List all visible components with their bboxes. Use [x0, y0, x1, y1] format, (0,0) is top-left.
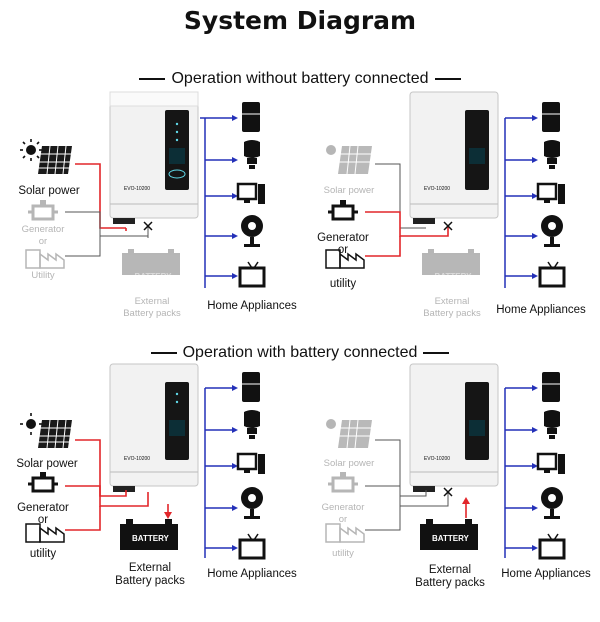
utility-label: utility	[29, 548, 57, 560]
diagram-grid-only: Solar power Generator or utility Externa…	[300, 88, 600, 348]
battery-text: BATTERY	[134, 272, 172, 281]
fan-icon	[241, 487, 263, 519]
tv-icon	[238, 533, 266, 560]
diagram-c-graphic	[20, 363, 266, 560]
fan-icon	[541, 215, 563, 247]
section-heading-without-battery: Operation without battery connected	[0, 70, 600, 88]
solar-panel-icon	[326, 145, 372, 175]
or-label: or	[337, 244, 349, 256]
utility-label: Utility	[31, 270, 55, 281]
cfl-bulb-icon	[244, 140, 260, 169]
diagram-b-graphic	[325, 91, 566, 288]
refrigerator-icon	[542, 372, 560, 402]
refrigerator-icon	[242, 102, 260, 132]
tv-icon	[538, 533, 566, 560]
refrigerator-icon	[542, 102, 560, 132]
diagram-solar-only: Solar power Generator or Utility Externa…	[0, 88, 300, 348]
home-appliances-label: Home Appliances	[501, 568, 591, 580]
utility-icon	[25, 249, 65, 269]
generator-label: Generator	[17, 502, 69, 514]
inverter-brand: EVO-10200	[423, 186, 451, 192]
fan-icon	[241, 215, 263, 247]
battery-packs-label: Battery packs	[423, 308, 481, 319]
or-label: or	[38, 236, 48, 247]
cfl-bulb-icon	[544, 410, 560, 439]
fan-icon	[541, 487, 563, 519]
page-title: System Diagram	[183, 6, 417, 35]
generator-label: Generator	[317, 232, 369, 244]
generator-icon	[328, 200, 358, 221]
battery-icon	[422, 249, 480, 275]
tv-icon	[238, 261, 266, 288]
diagram-battery-only: Solar power Generator or utility BATTERY…	[300, 362, 600, 622]
solar-power-label: Solar power	[18, 185, 80, 197]
utility-icon	[325, 249, 365, 269]
external-label: External	[434, 296, 470, 307]
solar-panel-icon	[20, 139, 72, 175]
computer-icon	[236, 182, 265, 204]
cfl-bulb-icon	[244, 410, 260, 439]
inverter-icon	[409, 363, 499, 492]
inverter-icon	[409, 91, 499, 224]
generator-label: Generator	[321, 502, 365, 513]
battery-icon	[122, 249, 180, 275]
external-label: External	[428, 564, 472, 576]
inverter-brand: EVO-10200	[123, 186, 151, 192]
solar-power-label: Solar power	[323, 458, 375, 469]
solar-panel-icon	[326, 419, 372, 449]
generator-icon	[328, 472, 358, 493]
battery-icon	[420, 519, 478, 550]
diagram-solar-grid-battery: Solar power Generator or utility BATTERY…	[0, 362, 300, 622]
tv-icon	[538, 261, 566, 288]
battery-packs-label: Battery packs	[115, 575, 185, 587]
generator-icon	[28, 200, 58, 221]
home-appliances-label: Home Appliances	[496, 304, 586, 316]
or-label: or	[338, 514, 348, 525]
computer-icon	[536, 452, 565, 474]
solar-power-label: Solar power	[323, 185, 375, 196]
inverter-icon	[109, 91, 199, 224]
utility-label: utility	[332, 548, 354, 559]
generator-icon	[28, 472, 58, 493]
solar-panel-icon	[20, 413, 72, 449]
battery-packs-label: Battery packs	[123, 308, 181, 319]
solar-power-label: Solar power	[16, 458, 78, 470]
or-label: or	[37, 514, 49, 526]
section-heading-with-battery: Operation with battery connected	[0, 344, 600, 362]
battery-text: BATTERY	[432, 534, 469, 543]
computer-icon	[536, 182, 565, 204]
section-heading-text: Operation with battery connected	[182, 344, 418, 361]
utility-icon	[25, 523, 65, 543]
generator-label: Generator	[21, 224, 65, 235]
external-label: External	[128, 562, 172, 574]
utility-label: utility	[329, 278, 357, 290]
utility-icon	[325, 523, 365, 543]
inverter-brand: EVO-10200	[423, 456, 451, 462]
cfl-bulb-icon	[544, 140, 560, 169]
home-appliances-label: Home Appliances	[207, 300, 297, 312]
diagram-a-graphic	[20, 91, 266, 288]
home-appliances-label: Home Appliances	[207, 568, 297, 580]
refrigerator-icon	[242, 372, 260, 402]
computer-icon	[236, 452, 265, 474]
battery-packs-label: Battery packs	[415, 577, 485, 589]
battery-text: BATTERY	[434, 272, 472, 281]
inverter-brand: EVO-10200	[123, 456, 151, 462]
section-heading-text: Operation without battery connected	[171, 70, 429, 87]
inverter-icon	[109, 363, 199, 492]
battery-text: BATTERY	[132, 534, 169, 543]
battery-icon	[120, 519, 178, 550]
external-label: External	[134, 296, 170, 307]
diagram-d-graphic	[325, 363, 566, 560]
